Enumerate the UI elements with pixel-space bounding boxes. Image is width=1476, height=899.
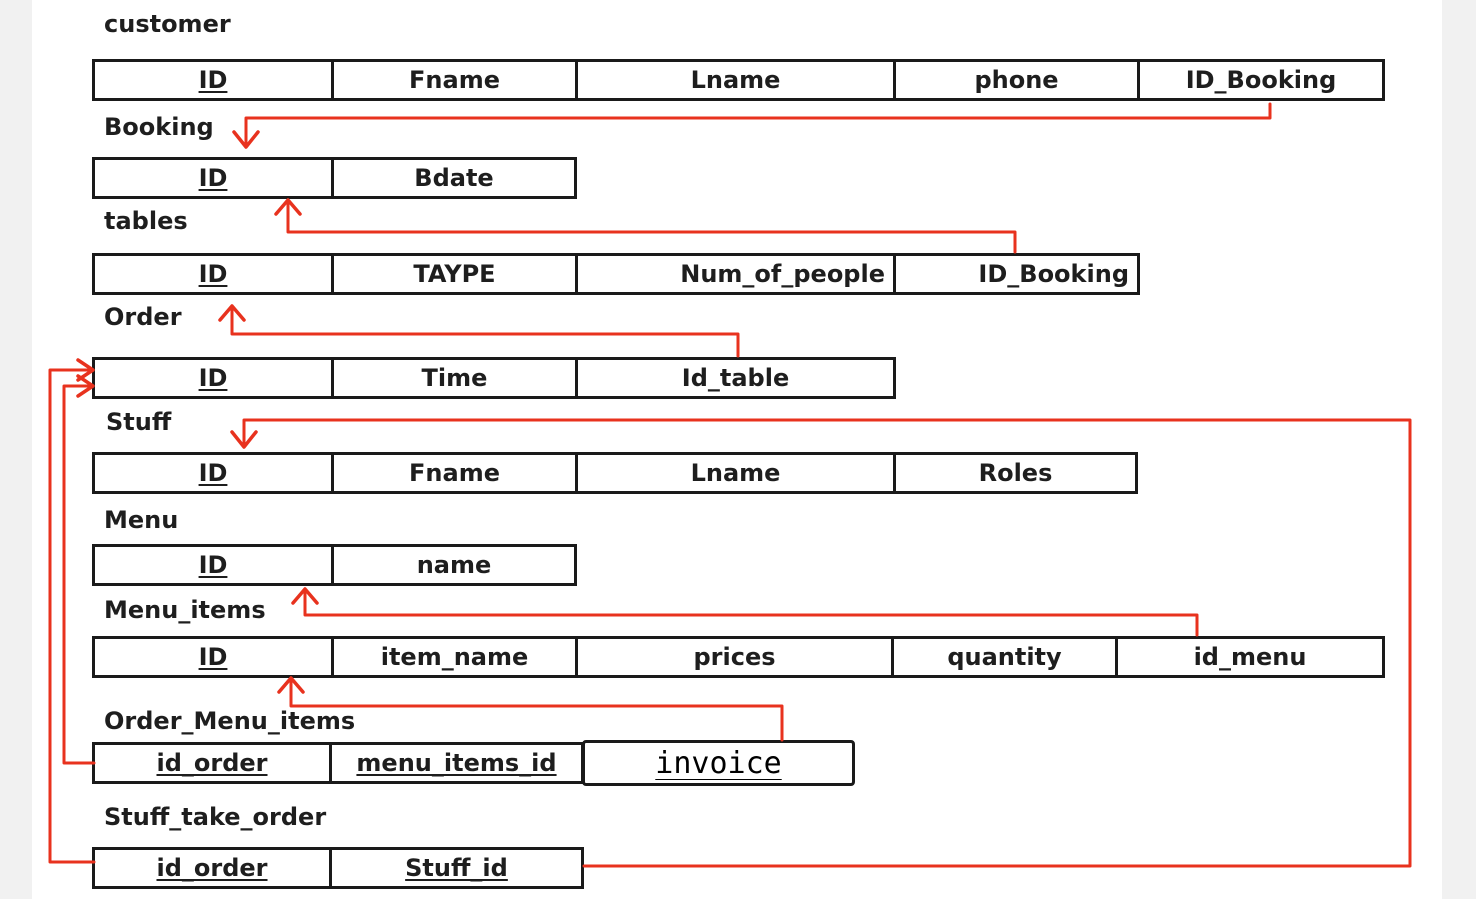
column-order-menu-items-id-order: id_order [95,745,332,781]
column-stuff-roles: Roles [978,459,1053,487]
column-order-id: ID [95,360,334,396]
column-order-id-table: Id_table [681,364,790,392]
column-stuff-fname: Fname [334,455,578,491]
column-tables-num-of-people: Num_of_people [578,256,896,292]
column-customer-phone: phone [896,62,1140,98]
table-row-menu: ID name [92,544,577,586]
table-name-stuff-take-order: Stuff_take_order [104,803,327,831]
table-name-order-menu-items: Order_Menu_items [104,707,356,735]
table-name-menu-items: Menu_items [104,596,266,624]
table-row-menu-items: ID item_name prices quantity id_menu [92,636,1385,678]
table-row-stuff-take-order: id_order Stuff_id [92,847,584,889]
column-stuff-take-order-id-order: id_order [95,850,332,886]
column-stuff-take-order-stuff-id: Stuff_id [405,854,508,882]
table-name-menu: Menu [104,506,179,534]
column-menu-items-id-menu: id_menu [1193,643,1307,671]
column-menu-items-id: ID [95,639,334,675]
column-menu-name: name [416,551,492,579]
column-stuff-lname: Lname [578,455,896,491]
column-tables-taype: TAYPE [334,256,578,292]
table-name-tables: tables [104,207,188,235]
table-row-booking: ID Bdate [92,157,577,199]
table-row-customer: ID Fname Lname phone ID_Booking [92,59,1385,101]
table-name-order: Order [104,303,182,331]
column-menu-id: ID [95,547,334,583]
table-name-booking: Booking [104,113,214,141]
column-menu-items-prices: prices [578,639,894,675]
column-menu-items-quantity: quantity [894,639,1118,675]
column-order-time: Time [334,360,578,396]
column-booking-id: ID [95,160,334,196]
column-menu-items-item-name: item_name [334,639,578,675]
column-stuff-id: ID [95,455,334,491]
column-tables-id-booking: ID_Booking [978,260,1129,288]
column-customer-fname: Fname [334,62,578,98]
column-customer-id: ID [95,62,334,98]
column-tables-id: ID [95,256,334,292]
column-customer-lname: Lname [578,62,896,98]
invoice-box: invoice [582,740,855,786]
column-booking-bdate: Bdate [414,164,494,192]
column-customer-id-booking: ID_Booking [1185,66,1337,94]
column-order-menu-items-menu-items-id: menu_items_id [356,749,557,777]
table-name-stuff: Stuff [106,408,172,436]
table-name-customer: customer [104,10,231,38]
table-row-tables: ID TAYPE Num_of_people ID_Booking [92,253,1140,295]
table-row-order: ID Time Id_table [92,357,896,399]
table-row-stuff: ID Fname Lname Roles [92,452,1138,494]
table-row-order-menu-items: id_order menu_items_id [92,742,584,784]
column-order-menu-items-invoice: invoice [655,745,782,781]
